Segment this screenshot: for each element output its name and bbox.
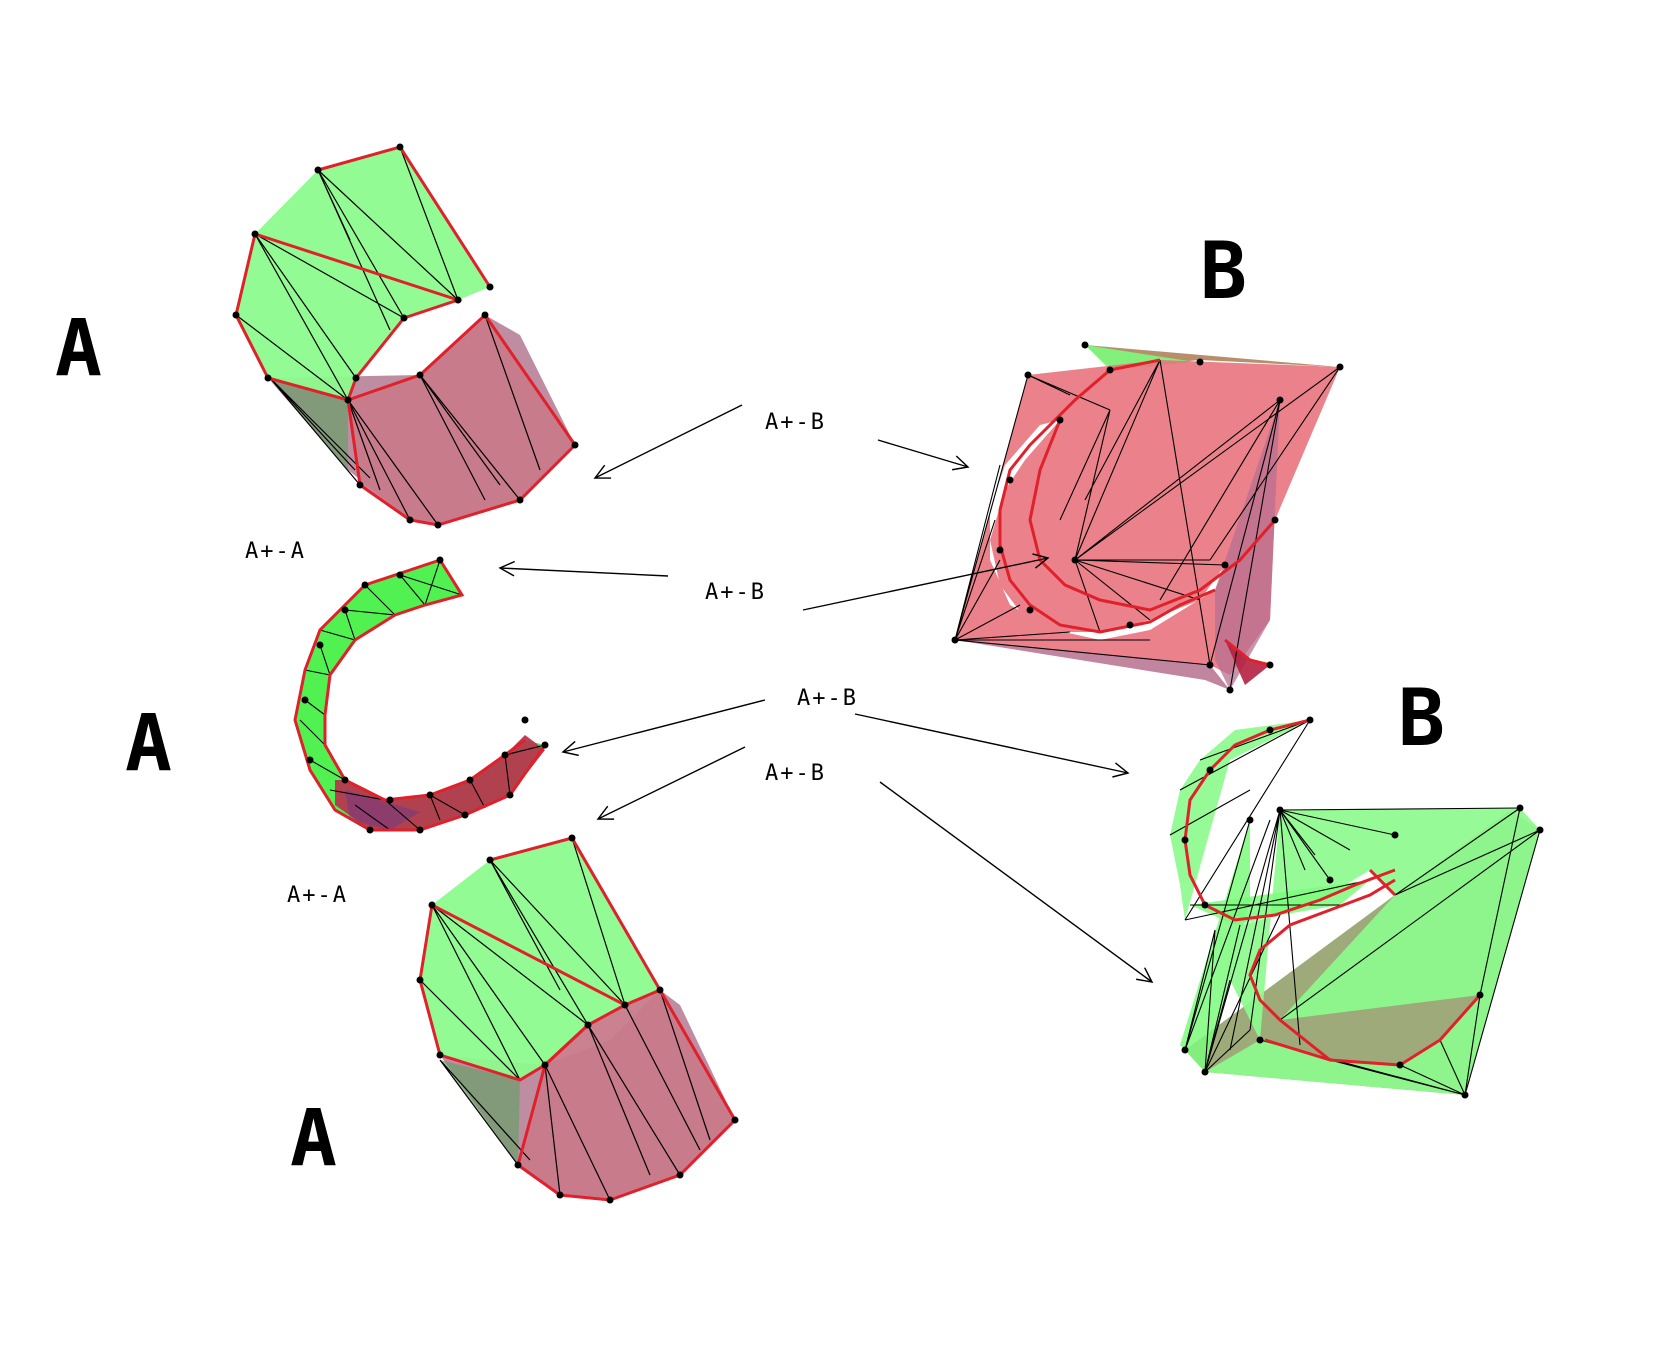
label-b-bottom: B <box>1398 674 1445 764</box>
shape-b-bottom <box>1169 716 1544 1099</box>
label-a-bottom: A <box>290 1094 337 1184</box>
arrow-op3-to-b-bottom <box>854 713 1130 778</box>
label-a-top: A <box>55 304 102 394</box>
shape-a-top <box>232 143 579 529</box>
arrow-op3-to-a-middle <box>561 699 766 757</box>
label-op-2: A+-B <box>705 580 766 605</box>
shape-a-middle <box>293 556 549 834</box>
arrow-op2-to-b-top <box>802 553 1050 611</box>
arrow-op2-to-a-middle <box>498 560 669 577</box>
label-self-1: A+-A <box>245 539 306 564</box>
arrow-op1-to-b-top <box>877 439 970 471</box>
arrow-op4-to-b-bottom <box>879 781 1154 983</box>
shape-b-top <box>951 341 1344 694</box>
arrow-op1-to-a-top <box>593 404 743 479</box>
label-b-top: B <box>1200 227 1247 317</box>
label-op-3: A+-B <box>797 686 858 711</box>
label-op-1: A+-B <box>765 410 826 435</box>
arrows <box>498 404 1154 983</box>
arrow-op4-to-a-bottom <box>596 746 746 820</box>
shape-a-bottom <box>416 834 739 1204</box>
label-a-middle: A <box>125 699 172 789</box>
label-self-2: A+-A <box>287 883 348 908</box>
label-op-4: A+-B <box>765 761 826 786</box>
